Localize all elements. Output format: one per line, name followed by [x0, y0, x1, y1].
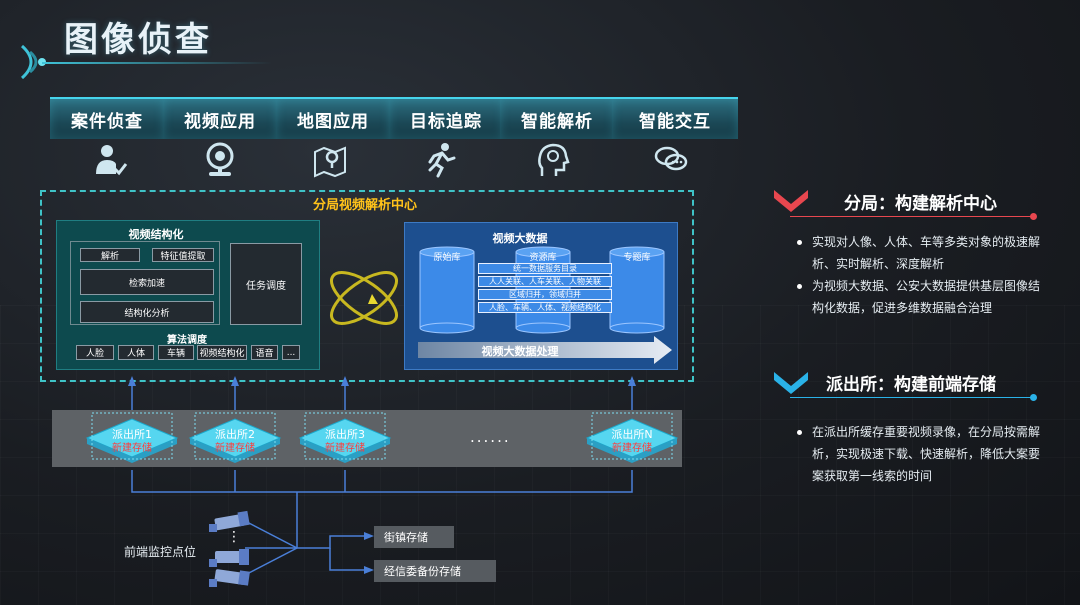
front-monitor-label: 前端监控点位 [124, 545, 197, 559]
station-diamonds [85, 412, 679, 463]
db-raw-label: 原始库 [433, 253, 461, 263]
analysis-center-title: 分局视频解析中心 [312, 198, 417, 213]
feature-extract-box: 特征值提取 [152, 248, 214, 262]
station-2-storage: 新建存储 [215, 443, 255, 454]
user-check-icon [96, 145, 128, 176]
camera-2-icon [209, 549, 249, 567]
bullet [797, 430, 802, 435]
ai-head-icon [538, 143, 570, 176]
tab-map-application[interactable]: 地图应用 [276, 97, 390, 139]
bigdata-row-relation: 人人关联、人车关联、人物关联 [478, 276, 612, 287]
video-structuring-title: 视频结构化 [128, 228, 184, 241]
process-arrow [418, 336, 672, 364]
page-title: 图像侦查 [64, 20, 212, 60]
structuring-group [70, 241, 220, 325]
search-accel-box: 检索加速 [80, 269, 214, 295]
chevron-down-blue-icon [774, 372, 808, 394]
camera-1-icon [209, 510, 250, 532]
structured-analysis-box: 结构化分析 [80, 301, 214, 323]
tab-case-investigation[interactable]: 案件侦查 [50, 97, 164, 139]
sync-cycle-icon [330, 271, 398, 325]
map-location-icon [314, 146, 346, 178]
camera-icon [206, 142, 234, 176]
task-dispatch-box: 任务调度 [230, 243, 302, 325]
section-bureau-dot [1030, 213, 1037, 220]
station-n-storage: 新建存储 [612, 443, 652, 454]
db-resource-label: 资源库 [529, 253, 557, 263]
station-1-storage: 新建存储 [112, 443, 152, 454]
station-3-storage: 新建存储 [325, 443, 365, 454]
bureau-bullet-2: 为视频大数据、公安大数据提供基层图像结构化数据，促进多维数据融合治理 [812, 279, 1041, 315]
section-bureau-divider [790, 216, 1034, 217]
bigdata-row-objects: 人脸、车辆、人体、视频结构化 [478, 302, 612, 313]
algo-face: 人脸 [76, 345, 114, 360]
algo-body: 人体 [118, 345, 154, 360]
video-bigdata-title: 视频大数据 [492, 232, 548, 245]
algo-video-structuring: 视频结构化 [197, 345, 247, 360]
station-2-name: 派出所2 [215, 428, 255, 441]
bullet [797, 284, 802, 289]
section-station-heading: 派出所：构建前端存储 [826, 375, 996, 395]
tab-target-tracking[interactable]: 目标追踪 [389, 97, 503, 139]
algo-voice: 语音 [251, 345, 278, 360]
section-station-divider [790, 397, 1034, 398]
chat-bubbles-icon [654, 146, 688, 171]
station-1-name: 派出所1 [112, 428, 152, 441]
bigdata-row-merge: 区域归并，领域归并 [478, 289, 612, 300]
section-bureau-heading: 分局：构建解析中心 [844, 194, 997, 214]
bigdata-row-service: 统一数据服务目录 [478, 263, 612, 274]
title-underline [42, 62, 272, 64]
tab-video-application[interactable]: 视频应用 [163, 97, 277, 139]
tab-smart-analysis[interactable]: 智能解析 [500, 97, 614, 139]
running-person-icon [428, 143, 456, 178]
bureau-bullet-1: 实现对人像、人体、车等多类对象的极速解析、实时解析、深度解析 [812, 235, 1041, 271]
camera-more-dots: ⋮ [227, 529, 241, 545]
algo-dispatch-title: 算法调度 [167, 335, 207, 346]
section-station-dot [1030, 394, 1037, 401]
bullet [797, 240, 802, 245]
db-topic-label: 专题库 [623, 253, 651, 263]
chevron-down-red-icon [774, 190, 808, 212]
bigdata-process-label: 视频大数据处理 [481, 345, 559, 358]
station-3-name: 派出所3 [325, 428, 365, 441]
camera-3-icon [209, 569, 250, 587]
network-connectors [128, 376, 636, 576]
parse-box: 解析 [80, 248, 140, 262]
station-n-name: 派出所N [611, 428, 653, 441]
analysis-center-frame [40, 190, 694, 382]
station-bullet-1: 在派出所缓存重要视频录像，在分局按需解析，实现极速下载、快速解析，降低大案要案获… [812, 425, 1041, 483]
backup-storage-box: 经信委备份存储 [374, 560, 496, 582]
algo-vehicle: 车辆 [158, 345, 194, 360]
stations-ellipsis: ...... [470, 428, 511, 446]
town-storage-box: 街镇存储 [374, 526, 454, 548]
tab-smart-interaction[interactable]: 智能交互 [612, 97, 738, 139]
algo-more: ... [282, 345, 300, 360]
